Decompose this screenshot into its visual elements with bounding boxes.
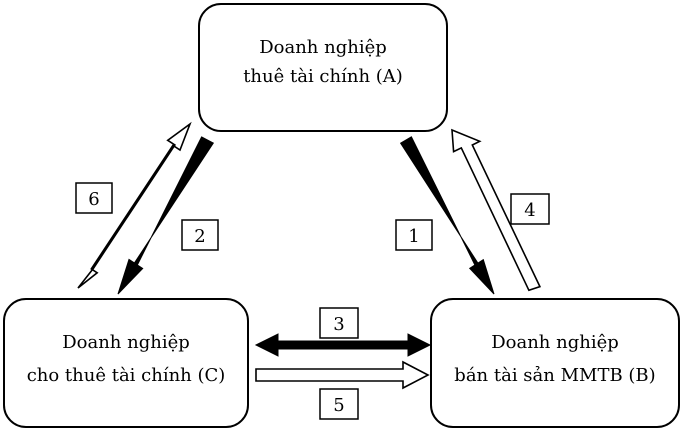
step-5-label: 5 xyxy=(319,388,359,420)
step-2-number: 2 xyxy=(194,226,205,247)
node-a-line2: thuê tài chính (A) xyxy=(243,66,403,87)
node-b-box xyxy=(430,298,680,428)
arrow-4-hollow xyxy=(451,128,542,292)
node-c-box xyxy=(3,298,249,428)
step-1-box xyxy=(395,219,433,251)
node-b: Doanh nghiệp bán tài sản MMTB (B) xyxy=(430,298,680,428)
arrow-3-solid-double xyxy=(254,333,432,357)
step-6-label: 6 xyxy=(75,182,113,214)
node-a: Doanh nghiệp thuê tài chính (A) xyxy=(198,3,448,132)
step-5-box xyxy=(319,388,359,420)
step-2-box xyxy=(181,219,219,251)
node-c-line2: cho thuê tài chính (C) xyxy=(27,365,226,386)
node-a-box xyxy=(198,3,448,132)
node-a-line1: Doanh nghiệp xyxy=(259,37,387,58)
step-3-number: 3 xyxy=(333,314,344,335)
step-4-number: 4 xyxy=(524,200,535,221)
node-b-line2: bán tài sản MMTB (B) xyxy=(454,365,655,386)
node-c: Doanh nghiệp cho thuê tài chính (C) xyxy=(3,298,249,428)
node-c-line1: Doanh nghiệp xyxy=(62,332,190,353)
step-1-label: 1 xyxy=(395,219,433,251)
step-5-number: 5 xyxy=(333,395,344,416)
step-3-box xyxy=(319,307,359,339)
step-4-box xyxy=(510,193,550,225)
step-2-label: 2 xyxy=(181,219,219,251)
arrow-6-hollow xyxy=(77,121,192,289)
arrow-2-solid xyxy=(117,136,215,295)
step-3-label: 3 xyxy=(319,307,359,339)
step-6-number: 6 xyxy=(88,189,99,210)
step-4-label: 4 xyxy=(510,193,550,225)
step-6-box xyxy=(75,182,113,214)
node-b-line1: Doanh nghiệp xyxy=(491,332,619,353)
step-1-number: 1 xyxy=(408,226,419,247)
arrow-5-hollow xyxy=(255,360,430,390)
arrow-1-solid xyxy=(399,136,495,295)
